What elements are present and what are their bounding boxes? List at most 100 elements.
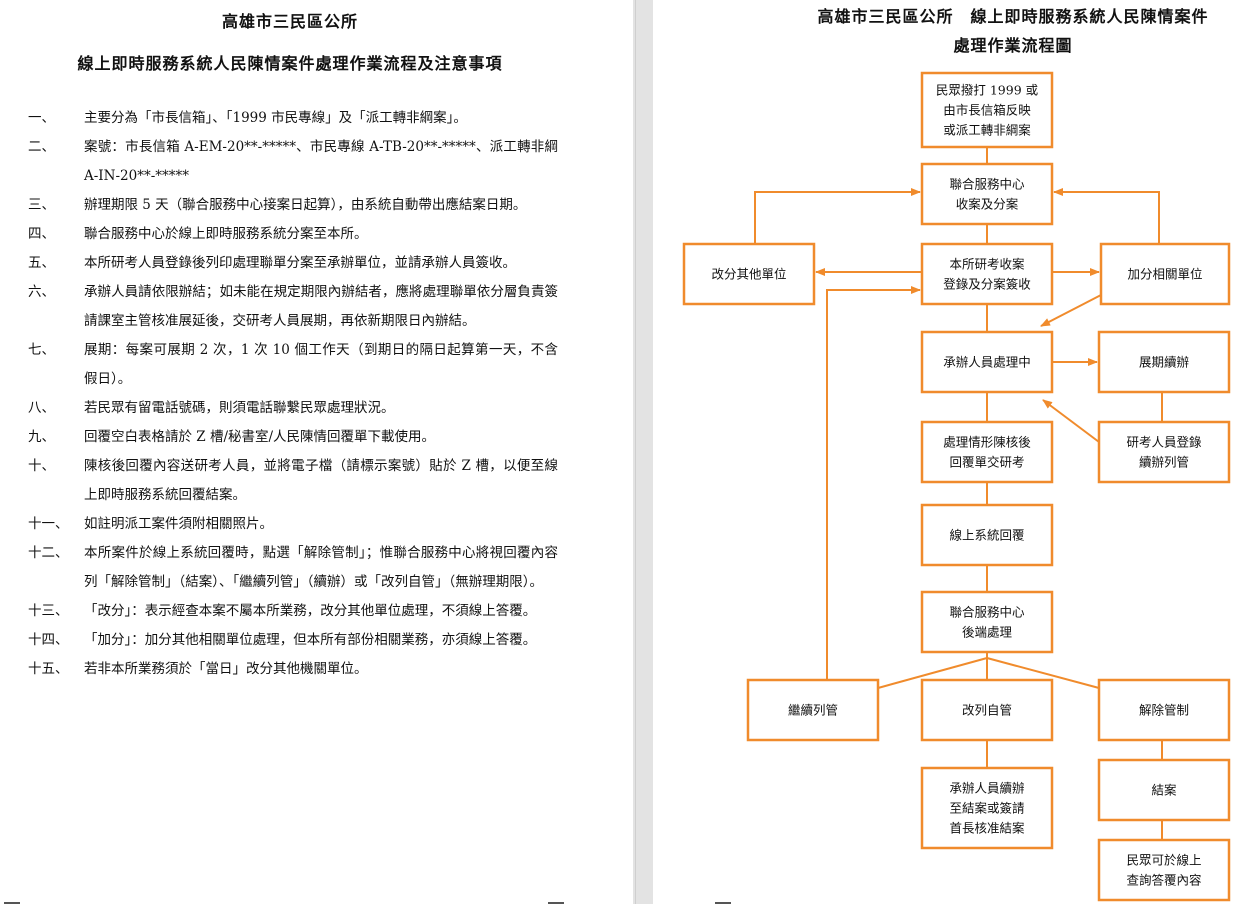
rule-text: 聯合服務中心於線上即時服務系統分案至本所。 [84, 226, 368, 242]
flow-box-rect [920, 242, 1054, 306]
rule-item: 一、 主要分為「市長信箱」、「1999 市民專線」及「派工轉非綱案」。 [28, 104, 588, 133]
flow-box: 改列自管 [920, 678, 1054, 742]
flow-box: 解除管制 [1097, 678, 1231, 742]
flow-box-label: 民眾撥打 1999 或 [936, 83, 1039, 98]
flow-box: 改分其他單位 [682, 242, 816, 306]
rule-item: 十五、若非本所業務須於「當日」改分其他機關單位。 [28, 655, 588, 684]
rule-number: 九、 [28, 429, 55, 445]
flow-box-label: 或派工轉非綱案 [943, 123, 1031, 138]
flow-connector [877, 657, 988, 689]
flow-box-label: 處理情形陳核後 [943, 435, 1031, 450]
flow-arrow [754, 188, 921, 244]
rule-text: 本所研考人員登錄後列印處理聯單分案至承辦單位，並請承辦人員簽收。 [84, 255, 516, 271]
flow-box-label: 收案及分案 [956, 197, 1019, 212]
rule-number: 三、 [28, 197, 55, 213]
page-gutter [633, 0, 653, 904]
flow-box-rect [746, 678, 880, 742]
flow-box-label: 承辦人員續辦 [949, 781, 1024, 796]
flowchart-connectors [754, 147, 1163, 840]
flow-box-label: 登錄及分案簽收 [943, 277, 1031, 292]
flow-box-rect [920, 590, 1054, 654]
flow-box-rect [920, 678, 1054, 742]
flowchart-boxes: 民眾撥打 1999 或由市長信箱反映或派工轉非綱案聯合服務中心收案及分案本所研考… [682, 71, 1231, 902]
rule-number: 四、 [28, 226, 55, 242]
flow-box-rect [920, 420, 1054, 484]
rule-text: 主要分為「市長信箱」、「1999 市民專線」及「派工轉非綱案」。 [84, 110, 467, 126]
rule-number: 十二、 [28, 545, 69, 561]
rule-text: 陳核後回覆內容送研考人員，並將電子檔（請標示案號）貼於 Z 槽，以便至線上即時服… [84, 458, 558, 503]
flow-arrow [1042, 399, 1100, 443]
rule-item: 八、 若民眾有留電話號碼，則須電話聯繫民眾處理狀況。 [28, 394, 588, 423]
rule-number: 十、 [28, 458, 55, 474]
flow-arrow [1053, 188, 1160, 244]
flow-box-label: 承辦人員處理中 [943, 355, 1031, 370]
flow-arrow [826, 286, 921, 680]
rule-item: 二、 案號：市長信箱 A-EM-20**-*****、市民專線 A-TB-20**… [28, 133, 588, 191]
rules-list: 一、 主要分為「市長信箱」、「1999 市民專線」及「派工轉非綱案」。二、 案號：市… [28, 104, 588, 684]
flow-box-label: 解除管制 [1139, 703, 1189, 718]
flow-box-label: 查詢答覆內容 [1126, 873, 1201, 888]
rule-item: 三、 辦理期限 5 天（聯合服務中心接案日起算），由系統自動帶出應結案日期。 [28, 191, 588, 220]
rule-text: 回覆空白表格請於 Z 槽/秘書室/人民陳情回覆單下載使用。 [84, 429, 436, 445]
flow-box: 繼續列管 [746, 678, 880, 742]
flow-box: 線上系統回覆 [920, 503, 1054, 567]
document-page-left: 高雄市三民區公所 線上即時服務系統人民陳情案件處理作業流程及注意事項 一、主要分… [0, 0, 633, 904]
rule-number: 二、 [28, 139, 55, 155]
flow-box-rect [682, 242, 816, 306]
flow-box-label: 回覆單交研考 [949, 455, 1024, 470]
rule-item: 十、 陳核後回覆內容送研考人員，並將電子檔（請標示案號）貼於 Z 槽，以便至線上即… [28, 452, 588, 510]
page-corner-mark [4, 902, 20, 904]
rule-item: 九、 回覆空白表格請於 Z 槽/秘書室/人民陳情回覆單下載使用。 [28, 423, 588, 452]
rule-number: 五、 [28, 255, 55, 271]
document-title-line1: 高雄市三民區公所 [221, 12, 358, 31]
rule-text: 本所案件於線上系統回覆時，點選「解除管制」；惟聯合服務中心將視回覆內容列「解除管… [84, 545, 558, 590]
rule-text: 辦理期限 5 天（聯合服務中心接案日起算），由系統自動帶出應結案日期。 [84, 197, 527, 213]
rule-item: 七、展期：每案可展期 2 次，1 次 10 個工作天（到期日的隔日起算第一天，不… [28, 336, 588, 394]
flow-box-label: 民眾可於線上 [1126, 853, 1201, 868]
rule-number: 十五、 [28, 661, 69, 677]
rule-number: 十四、 [28, 632, 69, 648]
flow-box-label: 後端處理 [962, 625, 1013, 640]
page-corner-mark [548, 902, 564, 904]
rule-text: 承辦人員請依限辦結；如未能在規定期限內辦結者，應將處理聯單依分層負責簽請課室主管… [84, 284, 558, 329]
flow-box-label: 聯合服務中心 [949, 177, 1025, 192]
rule-text: 「加分」：加分其他相關單位處理，但本所有部份相關業務，亦須線上答覆。 [84, 632, 537, 648]
flow-box-label: 本所研考收案 [949, 257, 1025, 272]
flow-box: 承辦人員處理中 [920, 330, 1054, 394]
flow-connector [986, 657, 1100, 689]
rule-number: 六、 [28, 284, 55, 300]
rule-text: 若民眾有留電話號碼，則須電話聯繫民眾處理狀況。 [84, 400, 395, 416]
rule-text: 若非本所業務須於「當日」改分其他機關單位。 [84, 661, 368, 677]
rule-item: 四、 聯合服務中心於線上即時服務系統分案至本所。 [28, 220, 588, 249]
rule-text: 案號：市長信箱 A-EM-20**-*****、市民專線 A-TB-20**-*… [84, 139, 558, 184]
rule-item: 十一、如註明派工案件須附相關照片。 [28, 510, 588, 539]
rule-item: 十二、本所案件於線上系統回覆時，點選「解除管制」；惟聯合服務中心將視回覆內容列「… [28, 539, 588, 597]
flowchart: 民眾撥打 1999 或由市長信箱反映或派工轉非綱案聯合服務中心收案及分案本所研考… [682, 71, 1231, 902]
rule-number: 一、 [28, 110, 55, 126]
flow-box-label: 首長核准結案 [949, 821, 1025, 836]
flow-box-rect [920, 162, 1054, 226]
flowchart-title-line2: 處理作業流程圖 [953, 36, 1073, 55]
rule-item: 十三、「改分」：表示經查本案不屬本所業務，改分其他單位處理，不須線上答覆。 [28, 597, 588, 626]
flow-box-label: 由市長信箱反映 [943, 103, 1031, 118]
flow-box-label: 改分其他單位 [711, 267, 786, 282]
flowchart-title-line1: 高雄市三民區公所 線上即時服務系統人民陳情案件 [817, 7, 1209, 26]
rule-number: 八、 [28, 400, 55, 416]
flow-box-label: 聯合服務中心 [949, 605, 1025, 620]
flow-box-rect [1097, 838, 1231, 902]
rule-number: 十一、 [28, 516, 69, 532]
rule-item: 五、 本所研考人員登錄後列印處理聯單分案至承辦單位，並請承辦人員簽收。 [28, 249, 588, 278]
flow-box: 展期續辦 [1097, 330, 1231, 394]
flow-arrow [1040, 294, 1102, 327]
flow-box-label: 線上系統回覆 [949, 528, 1025, 543]
flow-box-label: 結案 [1151, 783, 1177, 798]
flow-box-label: 繼續列管 [788, 703, 838, 718]
rule-item: 十四、「加分」：加分其他相關單位處理，但本所有部份相關業務，亦須線上答覆。 [28, 626, 588, 655]
flow-box-label: 研考人員登錄 [1126, 435, 1202, 450]
